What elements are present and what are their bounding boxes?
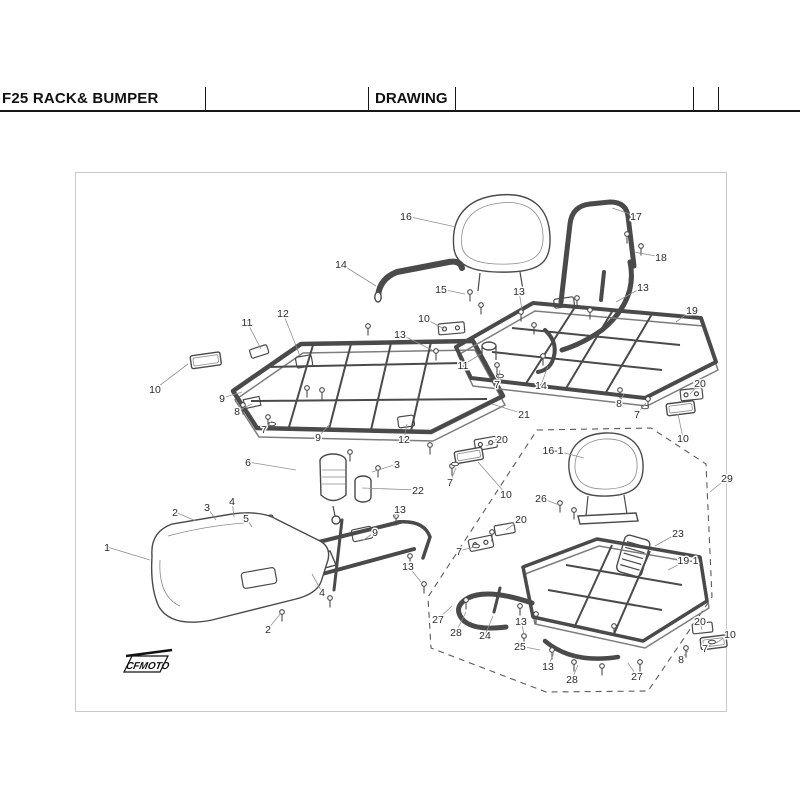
section-title: DRAWING xyxy=(375,90,448,107)
titlebar-separator xyxy=(205,87,206,110)
titlebar-separator xyxy=(368,87,369,110)
titlebar-separator xyxy=(718,87,719,110)
titlebar-separator xyxy=(455,87,456,110)
diagram-frame xyxy=(75,172,727,712)
titlebar-separator xyxy=(693,87,694,110)
title-block: F25 RACK& BUMPER DRAWING xyxy=(0,87,800,112)
page-title: F25 RACK& BUMPER xyxy=(2,90,159,107)
